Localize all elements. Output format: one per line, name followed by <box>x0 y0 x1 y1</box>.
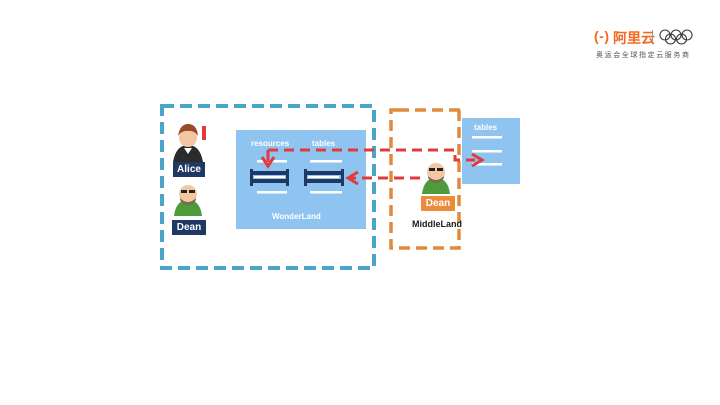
alice-marker <box>202 126 206 140</box>
tables-table-icon <box>304 169 344 186</box>
brand-name: 阿里云 <box>613 30 655 46</box>
access-arrow-to-resources <box>260 150 276 169</box>
dean-outside-avatar <box>422 163 450 194</box>
wonderland-boundary <box>160 104 376 270</box>
tables-list <box>310 160 342 194</box>
middleland-boundary <box>389 108 461 250</box>
middleland-label: MiddleLand <box>412 219 462 229</box>
access-arrow-to-middleland <box>268 148 485 168</box>
dean-inside-name-label: Dean <box>172 220 206 235</box>
middleland-tables-label: tables <box>474 123 498 132</box>
tables-label: tables <box>312 139 336 148</box>
brand-tagline: 奥运会全球指定云服务商 <box>596 52 691 59</box>
alice-name-label: Alice <box>173 162 205 177</box>
brand-logo: (-) 阿里云 奥运会全球指定云服务商 <box>594 28 706 62</box>
dean-inside-avatar <box>174 185 202 216</box>
resources-label: resources <box>251 139 290 148</box>
middleland-tables-list <box>472 136 502 166</box>
resources-table-icon <box>250 169 289 186</box>
olympic-rings-icon <box>659 29 693 45</box>
aliyun-logo-mark: (-) <box>594 28 610 44</box>
alice-avatar <box>173 124 203 162</box>
dean-outside-name-label: Dean <box>421 196 455 211</box>
logo-divider <box>652 30 653 44</box>
wonderland-label: WonderLand <box>272 212 321 221</box>
access-arrow-to-tables <box>345 170 420 186</box>
